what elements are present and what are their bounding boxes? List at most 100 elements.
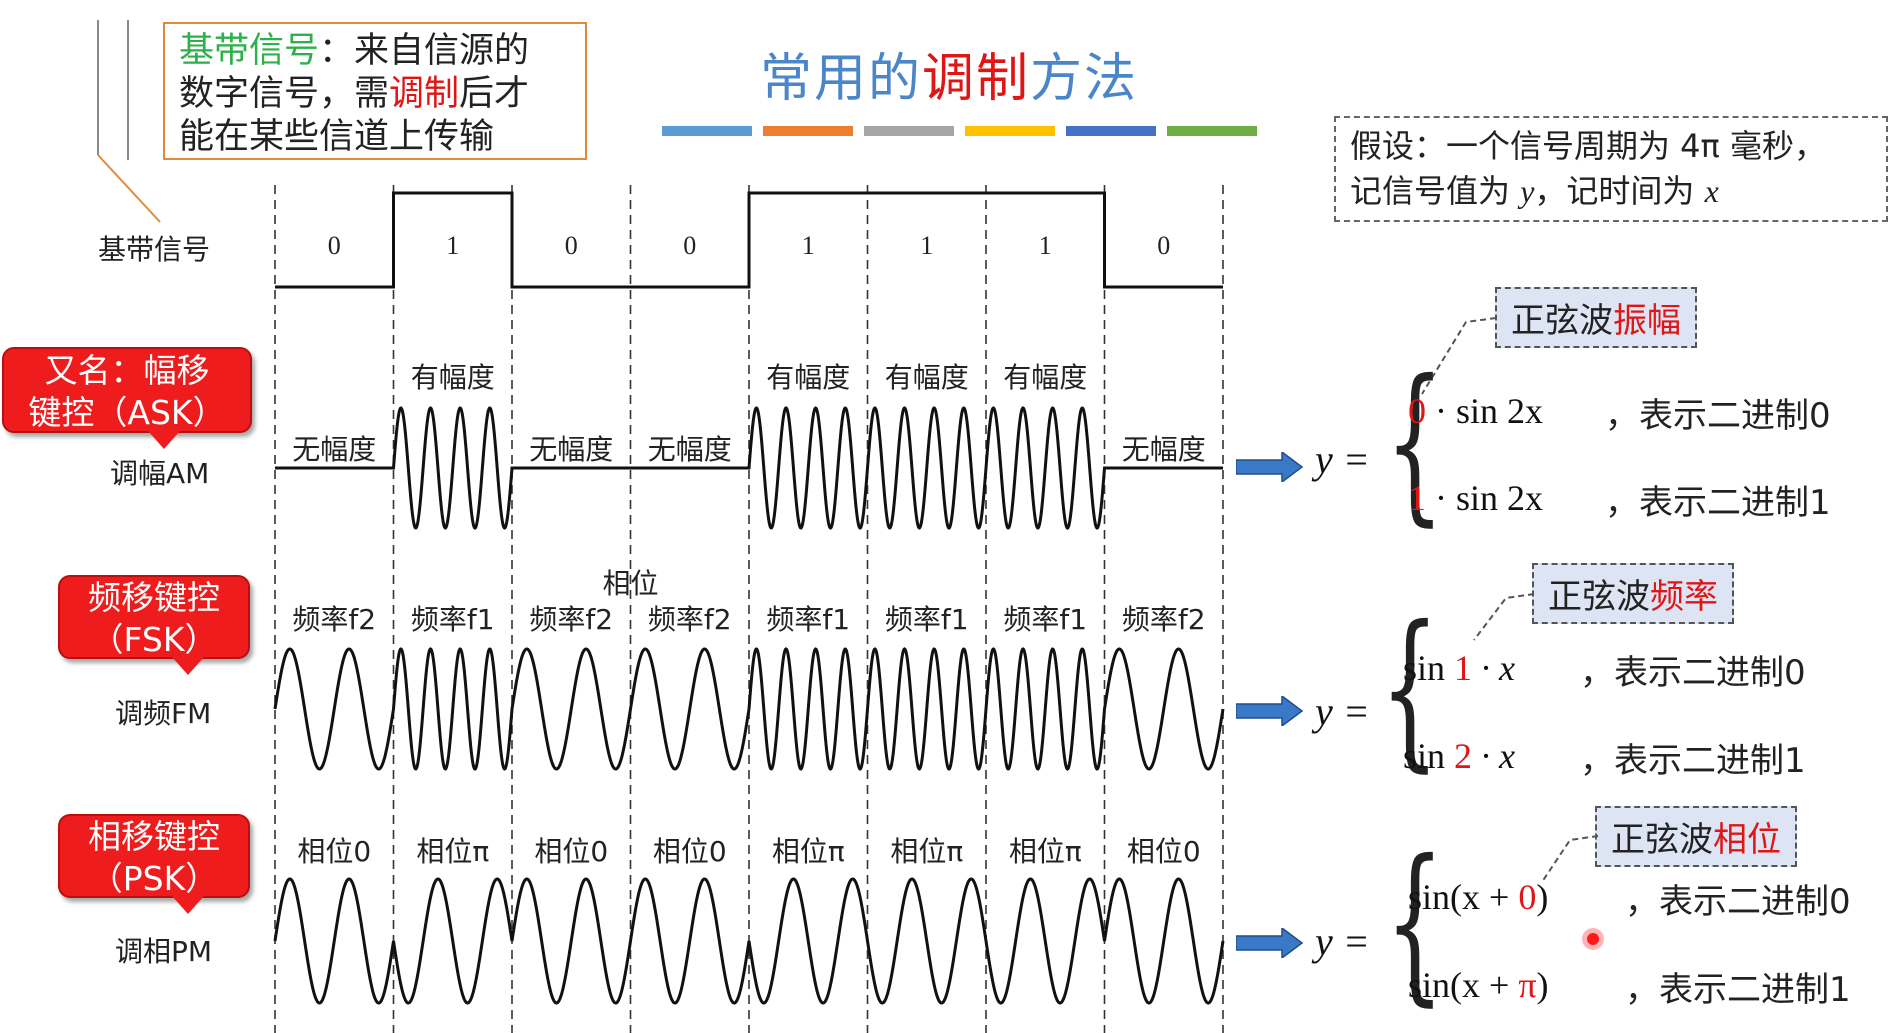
color-bar-segment <box>965 126 1055 136</box>
baseband-row-label: 基带信号 <box>98 233 211 266</box>
fsk-segment-label: 频率f1 <box>766 603 851 636</box>
title-part-1: 常用的 <box>760 49 923 109</box>
fsk-bubble-line-2: （FSK） <box>90 620 218 659</box>
assumption-x: x <box>1704 173 1719 209</box>
fsk-segment-label: 频率f1 <box>884 603 969 636</box>
ask-waveform <box>275 406 1223 530</box>
baseband-bit-label: 0 <box>1157 231 1171 260</box>
color-bar-segment <box>864 126 954 136</box>
psk-eq-2-coef: π <box>1518 965 1537 1005</box>
title-color-bar <box>662 126 1257 136</box>
psk-brace: { <box>1385 824 1445 1022</box>
assumption-line-1: 假设：一个信号周期为 4π 毫秒， <box>1350 127 1826 165</box>
color-bar-segment <box>763 126 853 136</box>
ask-bubble-line-1: 又名：幅移 <box>44 351 210 390</box>
ask-brace: { <box>1385 344 1445 542</box>
fsk-eq-line-1: sin 1 · x <box>1403 647 1515 689</box>
laser-pointer-icon <box>1582 928 1604 950</box>
title-part-2: 方法 <box>1030 49 1139 109</box>
fsk-brace: { <box>1380 590 1440 788</box>
baseband-callout: 基带信号：来自信源的 数字信号，需调制后才 能在某些信道上传输 <box>163 22 587 160</box>
fsk-bubble-tail <box>172 657 204 675</box>
psk-eq-2-b: ) <box>1536 965 1549 1005</box>
ask-tag-b: 振幅 <box>1613 301 1681 341</box>
callout-text-3: 后才 <box>459 74 530 114</box>
ask-eq-1-coef: 0 <box>1408 391 1426 431</box>
fsk-eq-line-2: sin 2 · x <box>1403 735 1515 777</box>
psk-eq-2-a: sin(x + <box>1408 965 1519 1005</box>
callout-text-2: 数字信号，需 <box>179 74 390 114</box>
assumption-line-2b: ，记时间为 <box>1534 172 1705 210</box>
callout-text-1: ：来自信源的 <box>319 31 530 71</box>
psk-bubble-tail <box>172 896 204 914</box>
ask-segment-label: 有幅度 <box>884 361 969 394</box>
baseband-bit-label: 1 <box>1038 231 1052 260</box>
color-bar-segment <box>1066 126 1156 136</box>
psk-eq-2-desc: ，表示二进制1 <box>1625 970 1851 1010</box>
psk-segment-label: 相位0 <box>652 835 727 868</box>
page-title: 常用的调制方法 <box>760 36 1138 111</box>
psk-row-label: 调相PM <box>115 935 213 968</box>
psk-segment-label: 相位π <box>1008 835 1082 868</box>
ask-arrow-icon <box>1236 452 1304 482</box>
fsk-segment-label: 频率f2 <box>529 603 614 636</box>
psk-segment-label: 相位0 <box>297 835 372 868</box>
ask-eq-line-2: 1 · sin 2x <box>1408 477 1543 519</box>
ask-eq-2-coef: 1 <box>1408 478 1426 518</box>
ask-eq-line-1: 0 · sin 2x <box>1408 390 1543 432</box>
ask-bubble-line-2: 键控（ASK） <box>28 393 226 432</box>
baseband-waveform <box>275 191 1223 289</box>
fsk-row-label: 调频FM <box>115 697 212 730</box>
fsk-y-label: y = <box>1315 689 1370 734</box>
fsk-arrow-icon <box>1236 696 1304 726</box>
psk-eq-1-coef: 0 <box>1518 877 1537 917</box>
psk-bubble-line-1: 相移键控 <box>88 817 220 856</box>
fsk-segment-label: 频率f2 <box>647 603 732 636</box>
fsk-waveform <box>273 647 1225 771</box>
fsk-segment-label: 频率f1 <box>1003 603 1088 636</box>
psk-tag-a: 正弦波 <box>1611 820 1713 860</box>
fsk-tag-connector <box>1473 593 1535 641</box>
ask-segment-label: 有幅度 <box>410 361 495 394</box>
fsk-eq-2-desc: ，表示二进制1 <box>1580 741 1806 781</box>
psk-tag-connector <box>1541 835 1599 883</box>
ask-segment-label: 有幅度 <box>766 361 851 394</box>
fsk-eq-1-coef: 1 <box>1454 648 1473 688</box>
psk-waveform <box>273 877 1225 1005</box>
baseband-bit-label: 1 <box>801 231 815 260</box>
psk-segment-label: 相位π <box>771 835 845 868</box>
fsk-tag-a: 正弦波 <box>1548 577 1650 617</box>
psk-eq-1-a: sin(x + <box>1408 877 1519 917</box>
ask-eq-2-desc: ，表示二进制1 <box>1605 483 1831 523</box>
fsk-eq-2-b: · x <box>1472 736 1515 776</box>
ask-eq-1-desc: ，表示二进制0 <box>1605 396 1831 436</box>
fsk-eq-1-desc: ，表示二进制0 <box>1580 653 1806 693</box>
psk-y-label: y = <box>1315 919 1370 964</box>
ask-tag-box: 正弦波振幅 <box>1495 287 1697 348</box>
title-highlight: 调制 <box>922 49 1031 109</box>
ask-row-label: 调幅AM <box>110 457 210 490</box>
baseband-bit-label: 0 <box>564 231 578 260</box>
psk-eq-line-1: sin(x + 0) <box>1408 876 1548 918</box>
baseband-bit-label: 1 <box>920 231 934 260</box>
fsk-segment-label: 频率f1 <box>410 603 495 636</box>
psk-segment-label: 相位0 <box>1126 835 1201 868</box>
ask-segment-label: 有幅度 <box>1003 361 1088 394</box>
fsk-eq-2-a: sin <box>1403 736 1455 776</box>
callout-term: 基带信号 <box>179 31 320 71</box>
ask-segment-label: 无幅度 <box>529 433 614 466</box>
ask-y-label: y = <box>1315 437 1370 482</box>
color-bar-segment <box>1167 126 1257 136</box>
fsk-eq-2-coef: 2 <box>1454 736 1473 776</box>
ask-bubble-tail <box>148 431 180 449</box>
psk-eq-1-b: ) <box>1536 877 1549 917</box>
callout-highlight: 调制 <box>389 74 460 114</box>
ask-segment-label: 无幅度 <box>1121 433 1206 466</box>
fsk-segment-label: 频率f2 <box>292 603 377 636</box>
baseband-bit-label: 0 <box>683 231 697 260</box>
callout-connector <box>97 20 161 223</box>
assumption-line-2a: 记信号值为 <box>1350 172 1521 210</box>
fsk-tag-b: 频率 <box>1650 577 1718 617</box>
psk-arrow-icon <box>1236 928 1304 958</box>
